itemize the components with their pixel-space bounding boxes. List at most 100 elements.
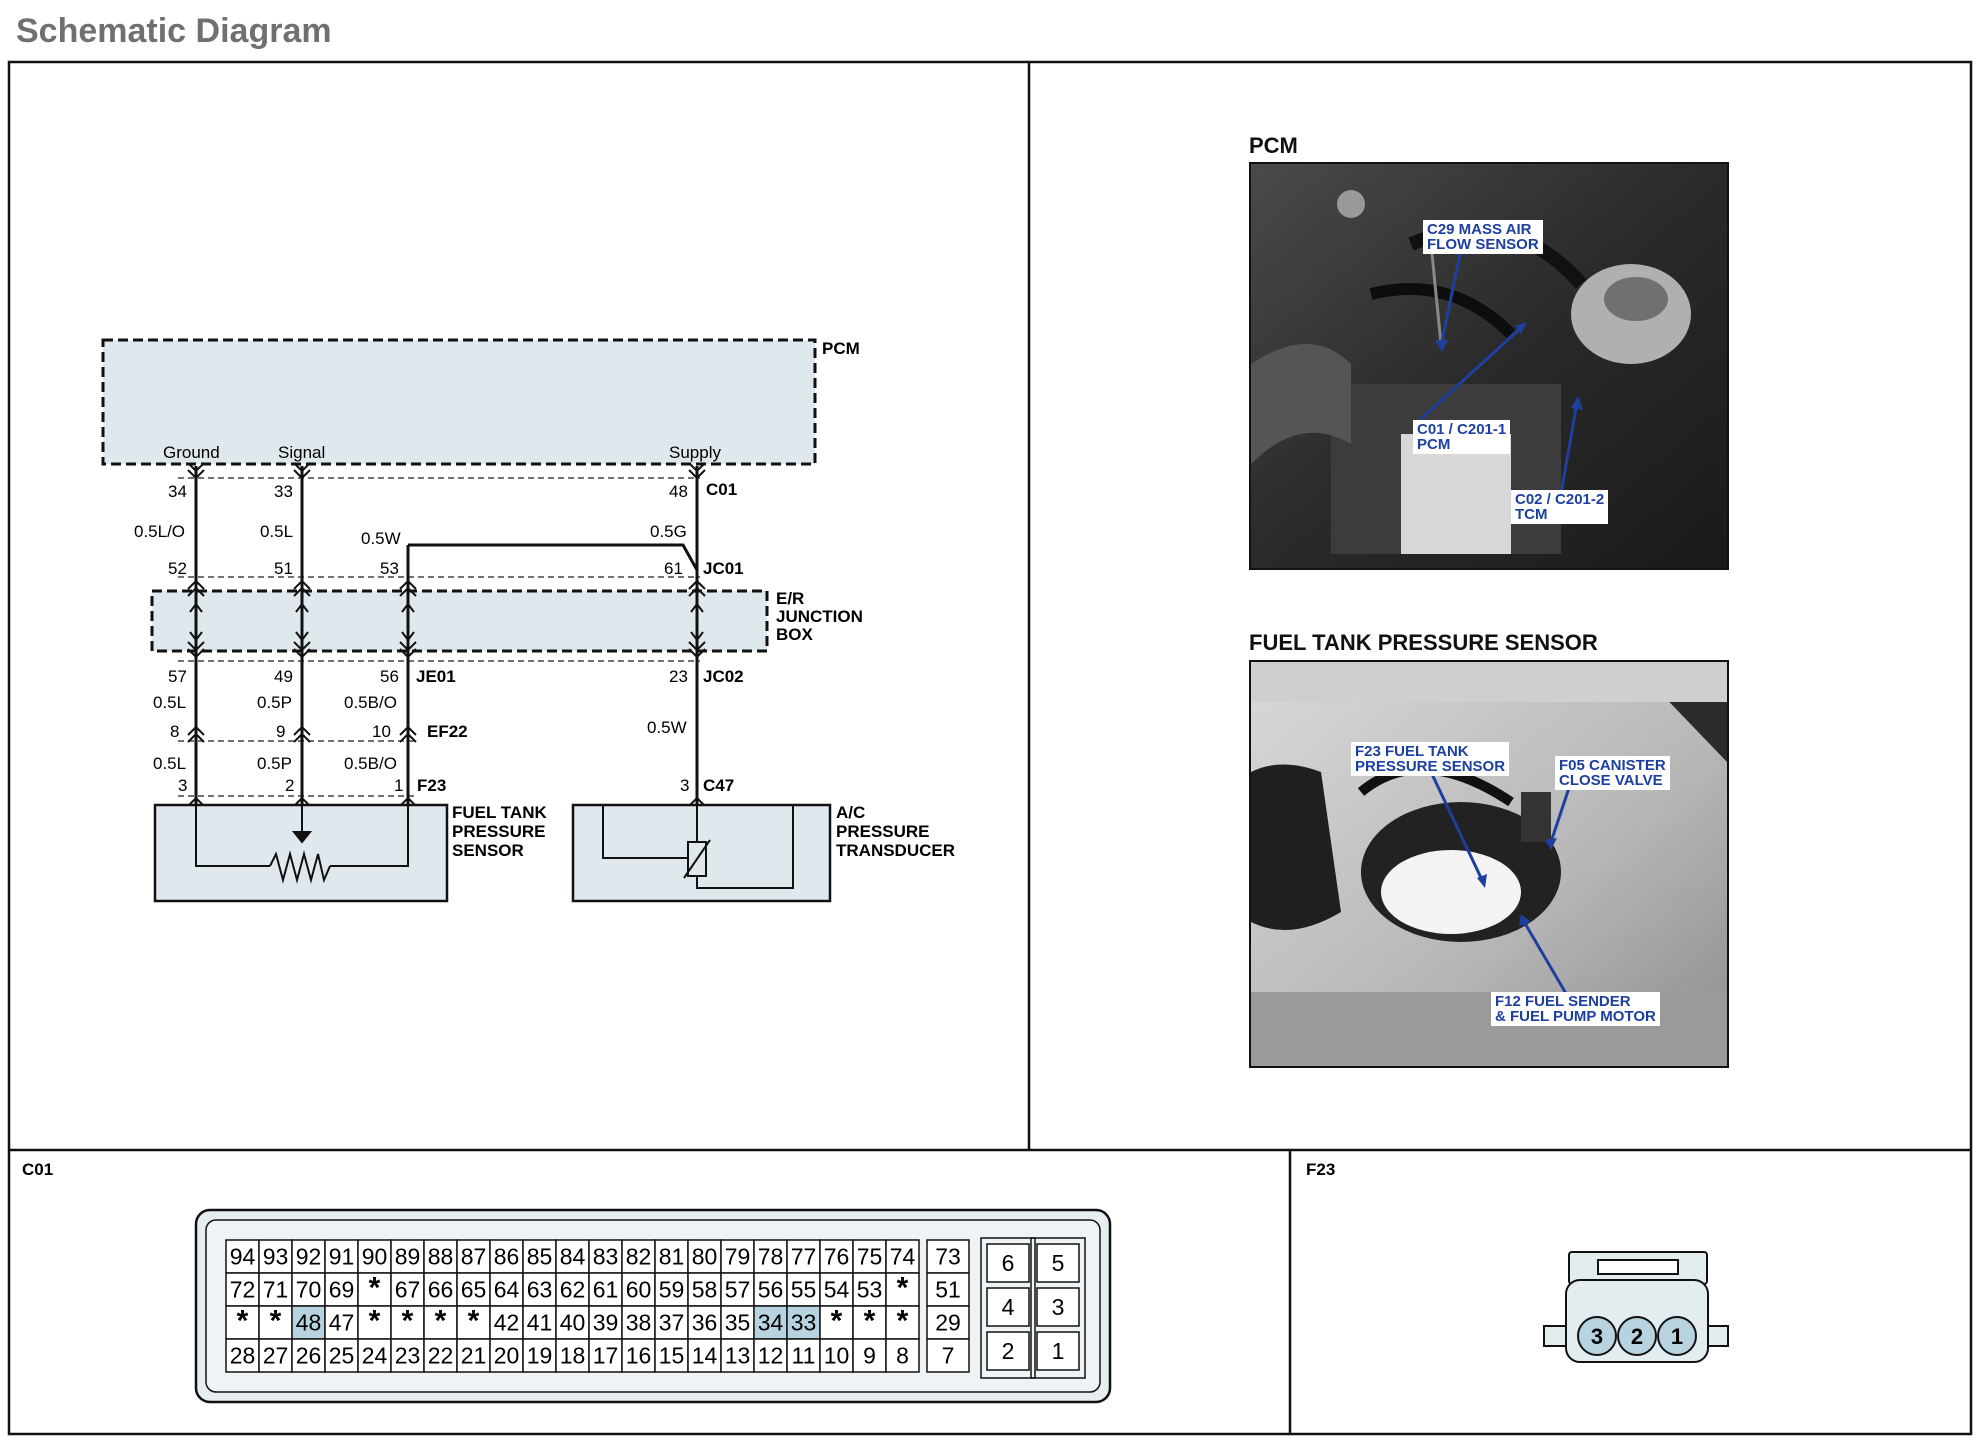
c01-pin-80-cell: [687, 1239, 722, 1274]
c01-pin-28: 28: [230, 1343, 256, 1369]
c01-pin-70: 70: [296, 1277, 322, 1303]
je01-label: JE01: [416, 667, 456, 686]
pcm-photo-title: PCM: [1249, 133, 1298, 158]
c01-pin-14: 14: [692, 1343, 718, 1369]
wire-0-5g: 0.5G: [650, 522, 687, 541]
c01-pin-9-cell: [852, 1338, 887, 1373]
c01-pin-65: 65: [461, 1277, 487, 1303]
je01-pin-56: 56: [380, 667, 399, 686]
c01-pin-12: 12: [758, 1343, 784, 1369]
jc02-pin-23: 23: [669, 667, 688, 686]
c01-pin-59: 59: [659, 1277, 685, 1303]
c01-pin-4-cell: [986, 1287, 1030, 1327]
c01-pin-54: 54: [824, 1277, 850, 1303]
c01-pin-56: 56: [758, 1277, 784, 1303]
c01-pin-21: 21: [461, 1343, 487, 1369]
pin-labels: 34 33 48 C01 0.5L/O 0.5L 0.5W 0.5G 52 51…: [134, 480, 744, 795]
f23-connector-pin-1: 1: [1671, 1324, 1683, 1349]
c01-pin-17-cell: [588, 1338, 623, 1373]
wire-0-5w-upper: 0.5W: [361, 529, 401, 548]
ef22-pin-8: 8: [170, 722, 179, 741]
f23-label: F23: [417, 776, 446, 795]
c01-pin-85-cell: [522, 1239, 557, 1274]
junction-box-label-3: BOX: [776, 625, 814, 644]
c01-pin-23: 23: [395, 1343, 421, 1369]
transducer-wiring: [602, 805, 794, 889]
c01-label: C01: [706, 480, 737, 499]
ef22-pin-9: 9: [276, 722, 285, 741]
c01-pin-1: 1: [1052, 1338, 1065, 1364]
c01-pin-6-cell: [986, 1243, 1030, 1283]
c01-pin-57: 57: [725, 1277, 751, 1303]
c01-pin-85: 85: [527, 1244, 553, 1270]
c01-pin-84: 84: [560, 1244, 586, 1270]
c01-pin-33-cell: [786, 1305, 821, 1340]
c01-pin-73-cell: [926, 1239, 970, 1274]
ef22-pin-10: 10: [372, 722, 391, 741]
c01-pin-8-cell: [885, 1338, 920, 1373]
pcm-label: PCM: [822, 339, 860, 358]
frame: [7, 60, 1973, 1436]
c01-pin-15: 15: [659, 1343, 685, 1369]
c01-pin-76: 76: [824, 1244, 850, 1270]
c01-pin-25-cell: [324, 1338, 359, 1373]
c01-pin-10: 10: [824, 1343, 850, 1369]
c01-pin-blank: *: [270, 1305, 282, 1338]
c01-pin-19-cell: [522, 1338, 557, 1373]
c01-pin-66: 66: [428, 1277, 454, 1303]
c01-pin-92: 92: [296, 1244, 322, 1270]
c01-pin-2: 2: [1002, 1338, 1015, 1364]
c01-pin-39: 39: [593, 1310, 619, 1336]
c01-pin-58: 58: [692, 1277, 718, 1303]
c01-pin-22: 22: [428, 1343, 454, 1369]
c01-pin-33: 33: [274, 482, 293, 501]
sensor-wiring: [195, 805, 409, 884]
c01-pin-blank: *: [369, 1272, 381, 1305]
wire-0-5l-upper: 0.5L: [260, 522, 293, 541]
c01-pin-86-cell: [489, 1239, 524, 1274]
c01-pin-blank: *: [831, 1305, 843, 1338]
c01-pin-87-cell: [456, 1239, 491, 1274]
c01-pin-blank: *: [897, 1272, 909, 1305]
c01-pin-80: 80: [692, 1244, 718, 1270]
c01-pin-55: 55: [791, 1277, 817, 1303]
c01-pin-blank: *: [864, 1305, 876, 1338]
c01-pin-91: 91: [329, 1244, 355, 1270]
c01-pin-54-cell: [819, 1272, 854, 1307]
c01-pin-27: 27: [263, 1343, 289, 1369]
c01-pin-36: 36: [692, 1310, 718, 1336]
c01-pin-73: 73: [935, 1244, 961, 1270]
c01-pin-77-cell: [786, 1239, 821, 1274]
c01-pin-42: 42: [494, 1310, 520, 1336]
wire-0-5bo-mid: 0.5B/O: [344, 693, 397, 712]
junction-box-label-1: E/R: [776, 589, 804, 608]
c01-pin-18-cell: [555, 1338, 590, 1373]
jc01-pin-53: 53: [380, 559, 399, 578]
c01-pin-92-cell: [291, 1239, 326, 1274]
c01-pin-7-cell: [926, 1338, 970, 1373]
c01-pin-79: 79: [725, 1244, 751, 1270]
c01-pin-3-cell: [1036, 1287, 1080, 1327]
c01-pin-40: 40: [560, 1310, 586, 1336]
c01-pin-90: 90: [362, 1244, 388, 1270]
c01-pin-53-cell: [852, 1272, 887, 1307]
c01-pin-42-cell: [489, 1305, 524, 1340]
c01-pin-blank-cell: [819, 1305, 854, 1340]
c01-right-block-frame-a: [980, 1237, 1036, 1379]
c01-pin-blank-cell: [885, 1272, 920, 1307]
junction-box-label-2: JUNCTION: [776, 607, 863, 626]
je01-pin-57: 57: [168, 667, 187, 686]
f23-pin-1: 1: [394, 776, 403, 795]
fuel-callout-f12: F12 FUEL SENDER& FUEL PUMP MOTOR: [1491, 992, 1660, 1026]
c01-pin-6: 6: [1002, 1250, 1015, 1276]
c01-pin-blank-cell: [456, 1305, 491, 1340]
pcm-pin-label-ground: Ground: [163, 443, 220, 462]
c01-pin-63-cell: [522, 1272, 557, 1307]
wire-0-5p-mid: 0.5P: [257, 693, 292, 712]
connector-symbols: [187, 462, 706, 814]
c01-pin-13-cell: [720, 1338, 755, 1373]
c01-pin-60: 60: [626, 1277, 652, 1303]
